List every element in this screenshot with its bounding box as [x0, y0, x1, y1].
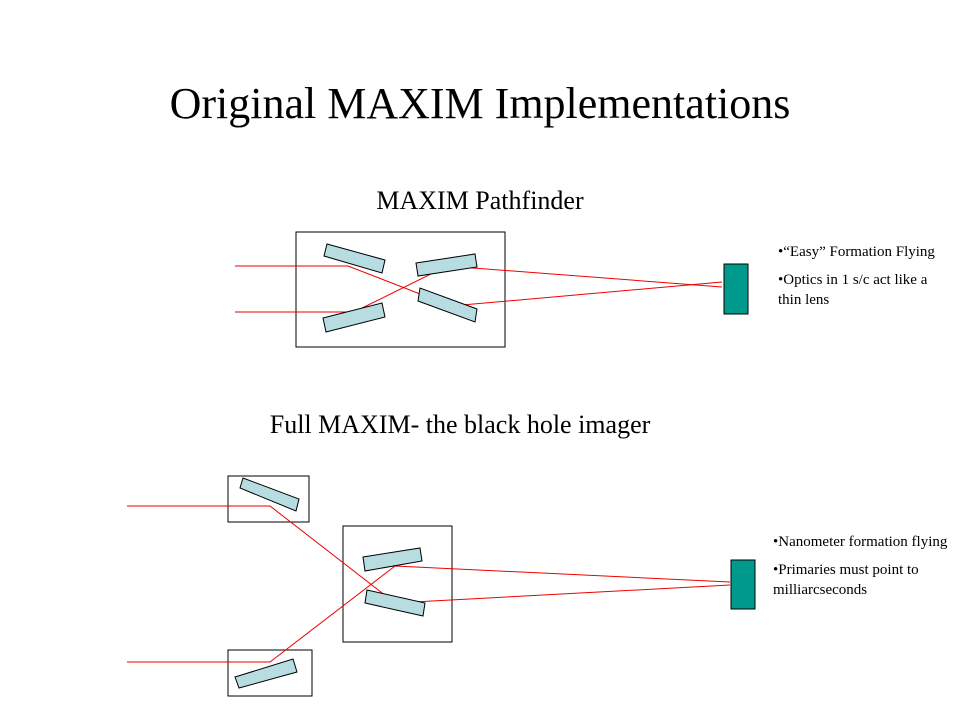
- pathfinder-bullet-list: •“Easy” Formation Flying •Optics in 1 s/…: [778, 242, 948, 318]
- full-maxim-diagram: [127, 475, 756, 697]
- full-secondary-mirror-lower: [364, 589, 426, 617]
- pathfinder-bullet-2: •Optics in 1 s/c act like a thin lens: [778, 272, 928, 308]
- full-ray-upper: [127, 505, 731, 604]
- full-rays: [127, 505, 731, 663]
- pathfinder-mirror-upper-left: [323, 243, 386, 274]
- pathfinder-rays: [235, 265, 723, 313]
- full-maxim-bullet-1: •Nanometer formation flying: [773, 534, 948, 550]
- full-primary-box-bottom: [227, 649, 313, 697]
- full-primary-mirror-bottom: [234, 658, 298, 689]
- full-detector: [730, 559, 756, 610]
- slide-title: Original MAXIM Implementations: [169, 79, 791, 128]
- pathfinder-heading: MAXIM Pathfinder: [376, 186, 584, 215]
- pathfinder-mirror-lower-left: [322, 302, 386, 333]
- pathfinder-diagram: [235, 231, 749, 348]
- pathfinder-mirror-upper-right: [415, 253, 478, 277]
- full-maxim-bullet-list: •Nanometer formation flying •Primaries m…: [773, 532, 953, 608]
- pathfinder-spacecraft-box: [295, 231, 506, 348]
- full-primary-mirror-top: [239, 477, 300, 512]
- full-maxim-heading: Full MAXIM- the black hole imager: [269, 410, 651, 439]
- full-ray-lower: [127, 565, 731, 663]
- full-maxim-bullet-2: •Primaries must point to milliarcseconds: [773, 562, 919, 598]
- full-primary-box-top: [227, 475, 310, 523]
- full-secondary-mirror-upper: [362, 547, 423, 572]
- pathfinder-ray-upper: [235, 265, 723, 307]
- full-secondary-box: [342, 525, 453, 643]
- pathfinder-ray-lower: [235, 265, 723, 313]
- pathfinder-bullet-1: •“Easy” Formation Flying: [778, 244, 935, 260]
- pathfinder-mirror-lower-right: [417, 287, 478, 323]
- pathfinder-detector: [723, 263, 749, 315]
